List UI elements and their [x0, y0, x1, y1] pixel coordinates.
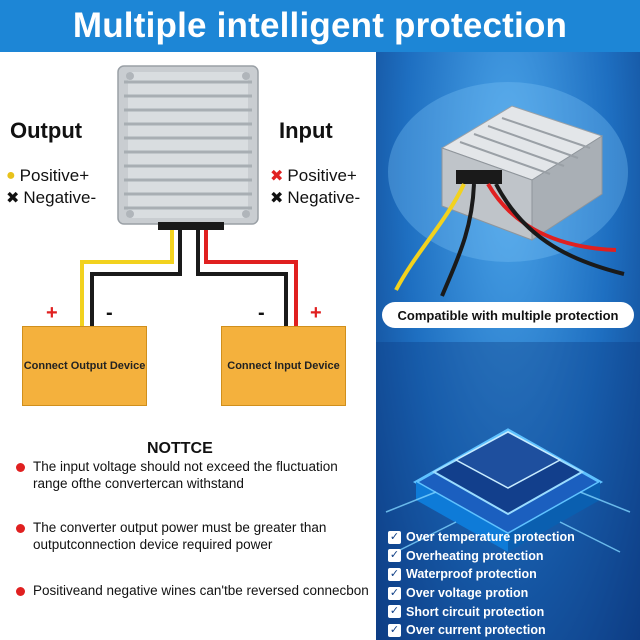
feature-item: ✓ Short circuit protection: [388, 602, 575, 621]
note-text: Positiveand negative wines can'tbe rever…: [33, 583, 369, 598]
feature-label: Short circuit protection: [406, 604, 545, 619]
note-item: The converter output power must be great…: [16, 519, 374, 553]
input-legend-positive: ✖ Positive+: [270, 166, 357, 186]
converter-3d: [440, 105, 604, 241]
bullet-dot-icon: [16, 463, 25, 472]
protection-feature-list: ✓ Over temperature protection ✓ Overheat…: [388, 528, 575, 640]
output-legend-positive: ● Positive+: [6, 166, 89, 186]
checkbox-icon: ✓: [388, 623, 401, 637]
legend-text: Positive+: [19, 166, 90, 185]
negative-marker-icon: ✖: [6, 190, 20, 207]
input-legend-negative: ✖ Negative-: [270, 188, 360, 208]
feature-label: Waterproof protection: [406, 567, 537, 582]
output-plus-sign: +: [46, 302, 58, 324]
checkbox-icon: ✓: [388, 567, 401, 581]
feature-item: ✓ Waterproof protection: [388, 565, 575, 584]
positive-marker-icon: ✖: [270, 168, 284, 185]
feature-item: ✓ Over voltage protion: [388, 584, 575, 603]
wires: [80, 230, 298, 330]
input-device-label: Connect Input Device: [227, 360, 340, 372]
feature-item: ✓ Overheating protection: [388, 547, 575, 566]
feature-label: Over temperature protection: [406, 530, 575, 545]
page-title: Multiple intelligent protection: [72, 6, 568, 45]
input-plus-sign: +: [310, 302, 322, 324]
checkbox-icon: ✓: [388, 530, 401, 544]
negative-marker-icon: ✖: [270, 190, 284, 207]
legend-text: Positive+: [287, 166, 357, 185]
feature-item: ✓ Over temperature protection: [388, 528, 575, 547]
compatibility-pill: Compatible with multiple protection: [382, 302, 634, 328]
checkbox-icon: ✓: [388, 605, 401, 619]
checkbox-icon: ✓: [388, 549, 401, 563]
input-device-box: Connect Input Device: [221, 326, 346, 406]
feature-label: Overheating protection: [406, 548, 544, 563]
output-minus-sign: -: [106, 302, 113, 324]
wiring-panel: Output Input ● Positive+ ✖ Negative- ✖ P…: [0, 52, 376, 640]
output-device-label: Connect Output Device: [23, 360, 146, 372]
note-text: The input voltage should not exceed the …: [33, 459, 338, 491]
protection-panel: [376, 52, 640, 640]
output-device-box: Connect Output Device: [22, 326, 147, 406]
feature-label: Over voltage protion: [406, 586, 529, 601]
output-legend-negative: ✖ Negative-: [6, 188, 96, 208]
legend-text: Negative-: [23, 188, 97, 207]
product-photo: [376, 82, 640, 640]
wiring-diagram: [80, 65, 298, 330]
positive-marker-icon: ●: [6, 167, 16, 184]
chip-illustration: [376, 342, 640, 640]
feature-item: ✓ Over current protection: [388, 621, 575, 640]
notice-heading: NOTTCE: [147, 440, 213, 457]
note-item: The input voltage should not exceed the …: [16, 458, 374, 492]
input-label: Input: [279, 118, 333, 143]
note-text: The converter output power must be great…: [33, 520, 327, 552]
checkbox-icon: ✓: [388, 586, 401, 600]
compatibility-label: Compatible with multiple protection: [397, 307, 619, 323]
bullet-dot-icon: [16, 524, 25, 533]
title-banner: Multiple intelligent protection: [0, 0, 640, 52]
bullet-dot-icon: [16, 587, 25, 596]
output-label: Output: [10, 118, 83, 143]
note-item: Positiveand negative wines can'tbe rever…: [16, 582, 374, 599]
input-minus-sign: -: [258, 302, 265, 324]
feature-label: Over current protection: [406, 623, 546, 638]
converter-illustration: [117, 65, 259, 230]
legend-text: Negative-: [287, 188, 361, 207]
